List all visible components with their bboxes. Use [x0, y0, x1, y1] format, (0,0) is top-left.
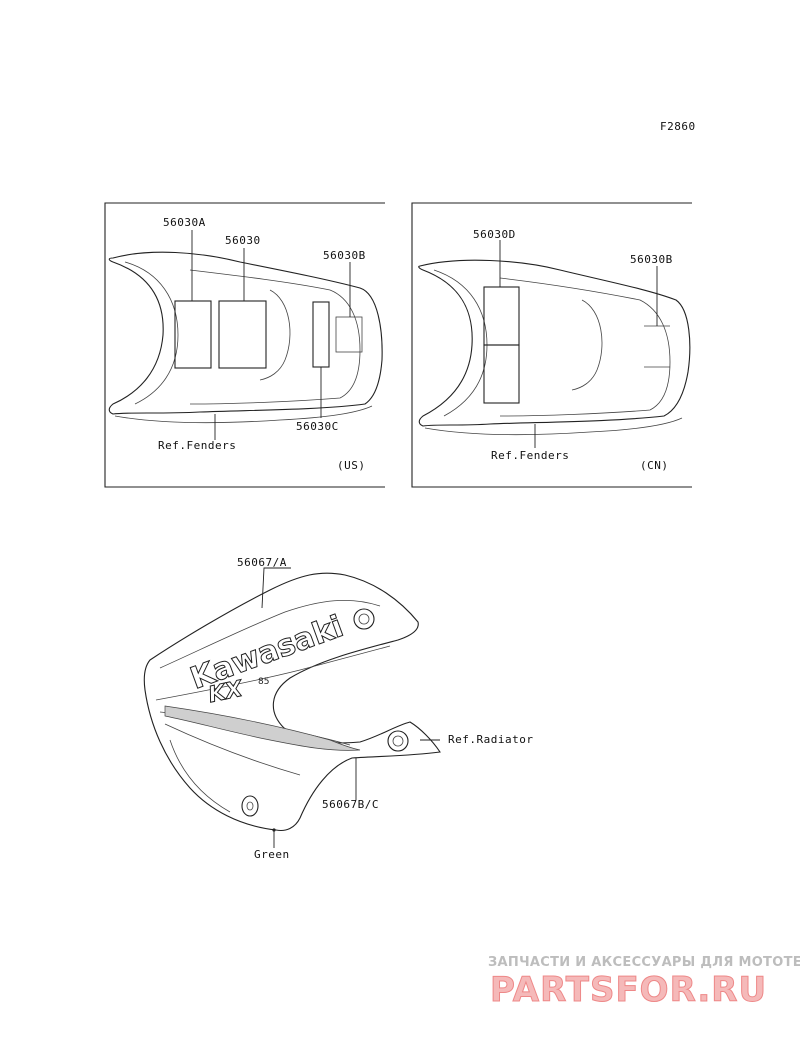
panel-us-frame — [104, 202, 385, 488]
label-56030b: 56030B — [323, 249, 366, 262]
decal-56030d-top — [483, 286, 520, 346]
bolt-hole-right — [387, 730, 409, 752]
panel-cn: 56030D 56030B Ref.Fenders (CN) — [411, 202, 692, 488]
label-56030a: 56030A — [163, 216, 206, 229]
watermark-tagline: ЗАПЧАСТИ И АКСЕССУАРЫ ДЛЯ МОТОТЕХНИКИ — [488, 955, 800, 970]
decal-56030d-bottom — [483, 344, 520, 404]
fender-us — [108, 251, 383, 424]
panel-us: 56030A 56030 56030B 56030C Ref.Fenders (… — [104, 202, 385, 488]
label-ref-radiator: Ref.Radiator — [448, 733, 533, 746]
decal-56030b — [335, 316, 363, 353]
radiator-shroud: Kawasaki KX 85 56067/A Ref.Radiator 5606… — [143, 556, 533, 861]
bolt-hole-bottom — [241, 795, 259, 817]
figure-code: F2860 — [660, 120, 696, 133]
decal-56030 — [218, 300, 267, 369]
label-ref-fenders-cn: Ref.Fenders — [491, 449, 569, 462]
label-56030c: 56030C — [296, 420, 339, 433]
decal-56030c — [312, 301, 330, 368]
label-region-cn: (CN) — [640, 459, 669, 472]
label-56067bc: 56067B/C — [322, 798, 379, 811]
label-56030b-cn: 56030B — [630, 253, 673, 266]
label-56067a: 56067/A — [237, 556, 287, 569]
label-green: Green — [254, 848, 290, 861]
shroud-outline — [143, 572, 441, 832]
panel-cn-frame — [411, 202, 692, 488]
label-region-us: (US) — [337, 459, 366, 472]
decal-56030a — [174, 300, 212, 369]
label-56030: 56030 — [225, 234, 261, 247]
kx-logo-suffix: 85 — [258, 677, 269, 687]
label-ref-fenders-us: Ref.Fenders — [158, 439, 236, 452]
label-56030d: 56030D — [473, 228, 516, 241]
bolt-hole-top — [353, 608, 375, 630]
watermark: ЗАПЧАСТИ И АКСЕССУАРЫ ДЛЯ МОТОТЕХНИКИ PA… — [488, 955, 800, 1011]
fender-cn — [418, 259, 691, 436]
watermark-logo: PARTSFOR.RU — [490, 970, 767, 1010]
